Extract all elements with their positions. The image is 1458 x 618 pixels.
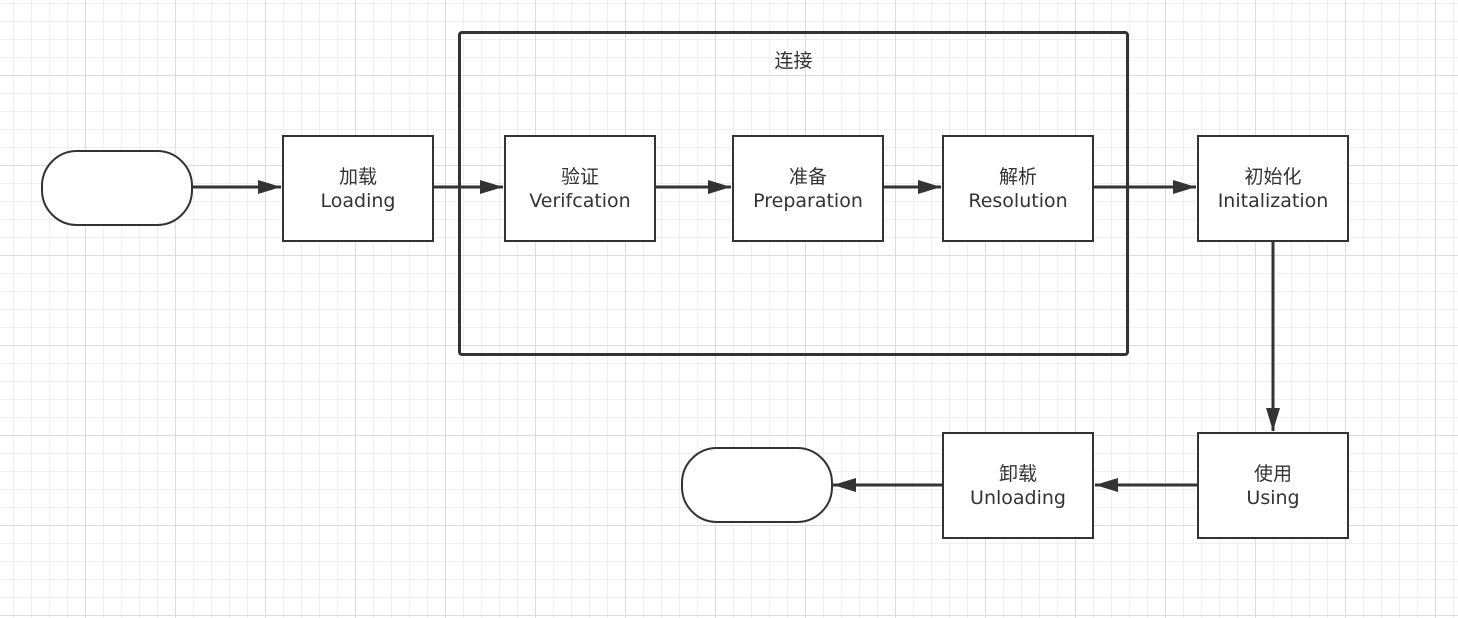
using-label-en: Using [1246,486,1300,509]
verification-label-en: Verifcation [529,189,631,212]
loading-node[interactable]: 加载 Loading [282,135,434,242]
resolution-label-en: Resolution [968,189,1068,212]
initialization-label-en: Initalization [1217,189,1329,212]
verification-node[interactable]: 验证 Verifcation [504,135,656,242]
arrowhead-unloading [1095,478,1118,492]
initialization-node[interactable]: 初始化 Initalization [1197,135,1349,242]
end-terminal[interactable] [681,447,833,523]
arrowhead-loading [258,180,281,194]
resolution-label-zh: 解析 [998,165,1037,188]
using-label-zh: 使用 [1253,462,1292,485]
unloading-node[interactable]: 卸载 Unloading [942,432,1094,539]
preparation-label-en: Preparation [753,189,863,212]
using-node[interactable]: 使用 Using [1197,432,1349,539]
preparation-node[interactable]: 准备 Preparation [732,135,884,242]
linking-group-title: 连接 [774,50,813,72]
start-terminal[interactable] [41,150,193,226]
resolution-node[interactable]: 解析 Resolution [942,135,1094,242]
linking-group-frame: 连接 [458,31,1129,356]
unloading-label-zh: 卸载 [998,462,1037,485]
unloading-label-en: Unloading [970,486,1066,509]
arrowhead-initialization [1173,180,1196,194]
loading-label-zh: 加载 [338,165,377,188]
arrowhead-end [833,478,856,492]
loading-label-en: Loading [320,189,396,212]
arrowhead-using [1266,408,1280,431]
preparation-label-zh: 准备 [788,165,827,188]
initialization-label-zh: 初始化 [1244,165,1302,188]
verification-label-zh: 验证 [560,165,599,188]
